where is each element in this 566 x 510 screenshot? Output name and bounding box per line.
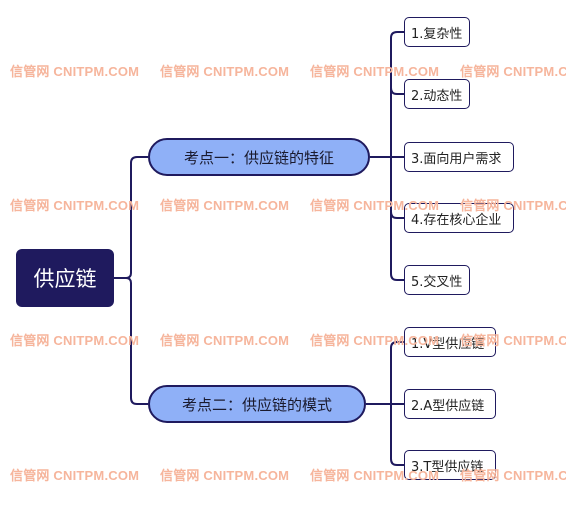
leaf-node-label: 2.A型供应链 (411, 398, 485, 414)
connector-leaf-1-1 (390, 31, 404, 39)
branch-node-modes[interactable]: 考点二：供应链的模式 (148, 385, 366, 423)
connector-leaf-1-2 (390, 87, 404, 95)
connector-leaf-2-3 (390, 458, 404, 466)
leaf-node-label: 1.复杂性 (411, 26, 463, 42)
leaf-node-v-type[interactable]: 1.V型供应链 (404, 327, 496, 357)
leaf-node-complexity[interactable]: 1.复杂性 (404, 17, 470, 47)
leaf-node-label: 5.交叉性 (411, 274, 463, 290)
leaf-node-label: 2.动态性 (411, 88, 463, 104)
leaf-node-t-type[interactable]: 3.T型供应链 (404, 450, 496, 480)
leaf-node-a-type[interactable]: 2.A型供应链 (404, 389, 496, 419)
leaf-node-core-enterprise[interactable]: 4.存在核心企业 (404, 203, 514, 233)
leaf-node-crossing[interactable]: 5.交叉性 (404, 265, 470, 295)
connector-leaf-2-1 (390, 341, 404, 349)
leaf-node-label: 4.存在核心企业 (411, 212, 502, 228)
connector-leaf-1-4 (390, 211, 404, 219)
branch-node-label: 考点一：供应链的特征 (183, 148, 334, 167)
connector-leaf-1-5 (390, 273, 404, 281)
leaf-node-label: 1.V型供应链 (411, 336, 485, 352)
root-node[interactable]: 供应链 (16, 249, 114, 307)
connector-root-branch-1 (114, 156, 148, 279)
connector-root-branch-2 (114, 277, 148, 405)
leaf-node-dynamic[interactable]: 2.动态性 (404, 79, 470, 109)
branch-node-label: 考点二：供应链的模式 (181, 395, 332, 414)
leaf-node-label: 3.T型供应链 (411, 459, 484, 475)
branch-node-features[interactable]: 考点一：供应链的特征 (148, 138, 370, 176)
root-node-label: 供应链 (33, 267, 97, 291)
leaf-node-label: 3.面向用户需求 (411, 151, 502, 167)
leaf-node-user-demand[interactable]: 3.面向用户需求 (404, 142, 514, 172)
